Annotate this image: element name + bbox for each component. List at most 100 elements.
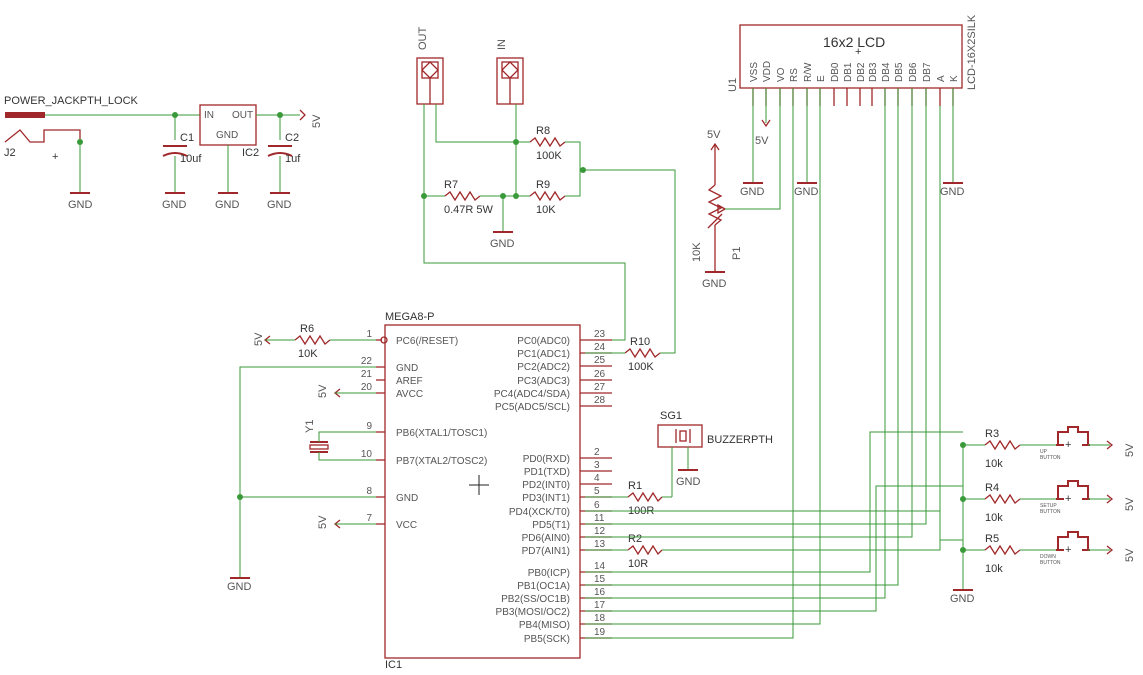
power-jack-body [4, 129, 81, 143]
svg-text:GND: GND [950, 593, 975, 605]
wire-out-pc0 [423, 104, 626, 341]
power-jack-ref: J2 [4, 147, 16, 159]
connector-out: OUT [416, 27, 444, 105]
svg-text:R7: R7 [444, 179, 458, 191]
svg-text:R1: R1 [628, 480, 642, 492]
resistor-r2: R2 10R [627, 533, 663, 570]
svg-text:BUZZERPTH: BUZZERPTH [707, 434, 773, 446]
mcu-pin-number: 11 [594, 513, 605, 524]
svg-text:GND: GND [490, 238, 515, 250]
mcu-pin-name: GND [396, 363, 418, 374]
gnd-symbol: GND [950, 589, 975, 605]
mcu-pin-number: 10 [361, 449, 373, 460]
mcu-pin-name: PC2(ADC2) [517, 362, 570, 373]
svg-text:R2: R2 [628, 533, 642, 545]
power-jack-label: POWER_JACKPTH_LOCK [4, 95, 139, 107]
connector-in: IN [496, 39, 524, 105]
wire-divider [565, 141, 581, 197]
wire-divider-r10 [583, 169, 676, 354]
resistor-value: 10k [985, 512, 1003, 524]
mcu-pin-number: 13 [594, 539, 606, 550]
mcu-pin-name: PC5(ADC5/SCL) [495, 402, 570, 413]
lcd-pin-db7: DB7 [922, 62, 933, 106]
wire-pd5-db7 [585, 88, 927, 525]
svg-text:OUT: OUT [417, 27, 429, 51]
svg-text:5V: 5V [317, 384, 329, 398]
switch-actuator [1057, 531, 1089, 550]
lcd-pin-label: VSS [749, 62, 760, 82]
gnd-symbol: GND [215, 192, 240, 211]
power-jack-plus: + [52, 151, 58, 163]
lcd-pin-label: DB1 [843, 62, 854, 82]
lcd-pin-a: A [936, 75, 947, 106]
svg-text:GND: GND [267, 199, 292, 211]
wire-pb1-db5 [585, 88, 899, 586]
lcd-pin-db3: DB3 [868, 62, 879, 106]
resistor-r6: R6 10K [294, 323, 331, 360]
mcu-pin-name: PB6(XTAL1/TOSC1) [396, 428, 487, 439]
pulldown-resistor [984, 493, 1021, 505]
button-label: SETUP [1040, 503, 1057, 509]
svg-text:R9: R9 [536, 179, 550, 191]
lcd-pin-db5: DB5 [894, 62, 905, 106]
svg-text:R8: R8 [536, 125, 550, 137]
mcu-pin-number: 5 [594, 486, 600, 497]
vcc-5v-label: 5V [1124, 548, 1136, 562]
svg-text:10uf: 10uf [180, 153, 202, 165]
lcd-pin-vo: VO [776, 67, 787, 106]
mcu-pin-number: 12 [594, 526, 606, 537]
gnd-symbol: GND [68, 192, 93, 211]
resistor-ref: R4 [985, 482, 999, 494]
mcu-pin-number: 24 [594, 342, 606, 353]
wire-out-r8 [435, 104, 530, 143]
lcd-title: 16x2 LCD [823, 34, 885, 50]
mcu-pin-name: PD4(XCK/T0) [509, 507, 570, 518]
lcd-pin-e: E [816, 75, 827, 106]
svg-text:1uf: 1uf [285, 153, 301, 165]
junction [237, 494, 243, 500]
mcu-pin-number: 18 [594, 613, 606, 624]
resistor-r9: R9 10K [529, 179, 566, 216]
junction [77, 139, 83, 145]
svg-text:5V: 5V [253, 332, 265, 346]
resistor-r8: R8 100K [529, 125, 566, 162]
mcu-pin-name: PD7(AIN1) [522, 546, 570, 557]
mcu-pin-name: GND [396, 493, 418, 504]
mcu-pin-name: PC4(ADC4/SDA) [494, 389, 570, 400]
mcu-pin-number: 23 [594, 329, 606, 340]
resistor-ref: R3 [985, 428, 999, 440]
wire-pb5-rs [585, 88, 794, 639]
mcu-pin-number: 1 [366, 329, 372, 340]
mcu-pin-name: PD3(INT1) [522, 493, 570, 504]
mcu-pin-number: 27 [594, 382, 606, 393]
vcc-5v-symbol: 5V [317, 384, 341, 398]
switch-actuator [1057, 480, 1089, 499]
wire-r2-lcd-a [662, 90, 941, 551]
svg-text:GND: GND [794, 186, 819, 198]
lcd-pin-label: DB3 [868, 62, 879, 82]
svg-text:GND: GND [216, 130, 238, 141]
lcd-pin-rw: R/W [803, 62, 814, 106]
svg-text:GND: GND [702, 278, 727, 290]
lcd-pin-label: DB2 [856, 62, 867, 82]
gnd-symbol: GND [227, 577, 252, 593]
mcu-pin-number: 19 [594, 627, 606, 638]
mcu-pin-name: PC6(/RESET) [396, 336, 458, 347]
lcd-display: 16x2 LCD + LCD-16X2SILK U1 [727, 14, 978, 92]
mcu-pin-name: PC0(ADC0) [517, 336, 570, 347]
button-label: UP [1040, 449, 1048, 455]
svg-text:IC2: IC2 [242, 147, 259, 159]
mcu-pin-name: PD1(TXD) [524, 467, 570, 478]
